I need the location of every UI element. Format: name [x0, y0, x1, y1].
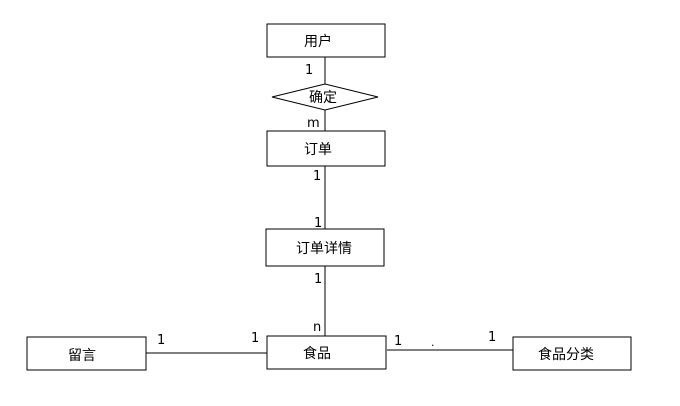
cardinality-food-category-side: 1 [394, 334, 402, 349]
entity-order-box [266, 130, 386, 167]
entity-message-box [26, 336, 147, 371]
cardinality-user-confirm: 1 [305, 63, 313, 78]
connectors [146, 57, 513, 354]
entity-food: 食品 [266, 335, 387, 370]
cardinality-labels: 1 m 1 1 1 n 1 1 1 1 . [157, 63, 496, 349]
entity-user-label: 用户 [304, 33, 332, 50]
entity-food-category-box [512, 336, 632, 371]
entity-message-label: 留言 [68, 348, 96, 364]
entity-food-box [266, 335, 387, 370]
cardinality-message-side: 1 [157, 333, 165, 348]
entity-order: 订单 [266, 130, 386, 167]
entity-order-label: 订单 [304, 142, 332, 158]
cardinality-confirm-order: m [307, 116, 320, 131]
entity-user: 用户 [266, 23, 386, 58]
cardinality-category-side: 1 [488, 330, 496, 345]
stray-dot-mark: . [431, 336, 435, 349]
entity-food-category: 食品分类 [512, 336, 632, 371]
entity-food-category-label: 食品分类 [538, 346, 594, 363]
cardinality-order-detail-top: 1 [313, 169, 321, 184]
entity-user-box [266, 23, 386, 58]
relationship-confirm: 确定 [271, 83, 379, 111]
relationship-confirm-diamond [271, 83, 379, 111]
entity-message: 留言 [26, 336, 147, 371]
entity-order-detail: 订单详情 [265, 228, 385, 267]
cardinality-food-detail-side: n [313, 320, 321, 335]
cardinality-food-message-side: 1 [251, 331, 259, 346]
cardinality-detail-food-side: 1 [314, 272, 322, 287]
cardinality-detail-order-side: 1 [314, 216, 322, 231]
relationship-confirm-label: 确定 [309, 90, 337, 106]
entity-order-detail-label: 订单详情 [296, 241, 352, 257]
entity-order-detail-box [265, 228, 385, 267]
entity-food-label: 食品 [303, 345, 331, 362]
